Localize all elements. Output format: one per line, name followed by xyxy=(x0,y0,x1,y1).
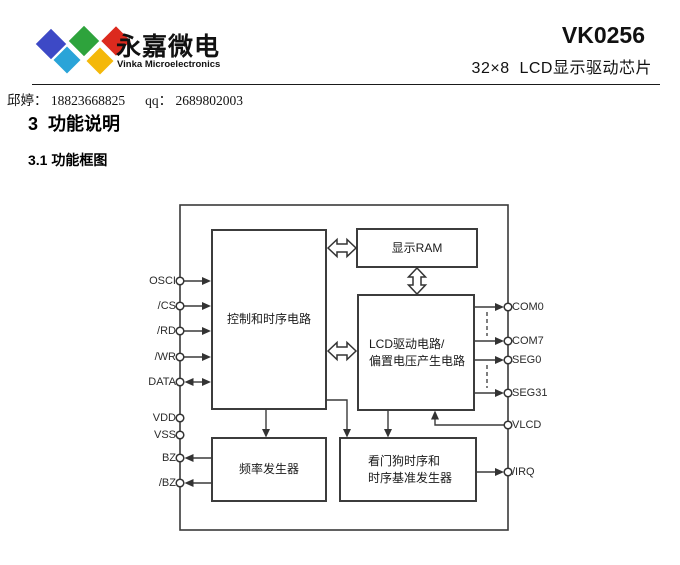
logo-diamond-red-icon xyxy=(99,24,133,58)
section-heading: 3 功能说明 xyxy=(28,114,121,134)
bus-arrow-ram-lcd-icon xyxy=(406,266,428,296)
pin-wire-wr xyxy=(180,353,211,361)
pin-terminal-cs xyxy=(175,301,185,311)
pin-label-vdd: VDD xyxy=(152,412,176,424)
pin-terminal-wr xyxy=(175,352,185,362)
pin-wire-bz xyxy=(184,454,213,462)
pin-wire-com7 xyxy=(474,337,504,345)
logo-diamond-yellow-icon xyxy=(86,47,114,75)
watchdog-label: 看门狗时序和 时序基准发生器 xyxy=(368,438,476,501)
lcd-driver-label-line1: LCD驱动电路/ xyxy=(369,337,445,351)
wire-control-to-watchdog xyxy=(326,399,351,438)
part-number-title: VK0256 xyxy=(561,22,645,48)
pin-wire-seg0 xyxy=(474,356,504,364)
logo-diamond-green-icon xyxy=(67,24,101,58)
freq-generator-box xyxy=(211,437,327,502)
pin-wire-bzb xyxy=(184,479,213,487)
chip-outline-box xyxy=(179,204,509,531)
bus-arrow-ctrl-ram-icon xyxy=(326,237,358,259)
header-divider xyxy=(32,84,660,85)
logo-diamond-blue-icon xyxy=(34,27,68,61)
pin-label-com7: COM7 xyxy=(512,335,544,347)
section-subheading: 3.1 功能框图 xyxy=(28,152,108,168)
pin-wire-seg31 xyxy=(474,389,504,397)
brand-name-en: Vinka Microelectronics xyxy=(117,59,221,70)
pin-label-seg0: SEG0 xyxy=(512,354,542,366)
freq-generator-label: 频率发生器 xyxy=(238,462,299,477)
logo-diamond-cyan-icon xyxy=(53,46,81,74)
lcd-driver-label: LCD驱动电路/ 偏置电压产生电路 xyxy=(369,295,473,410)
pin-label-bzb: /BZ xyxy=(158,477,176,489)
pin-wire-cs xyxy=(180,302,211,310)
brand-name-cn: 永嘉微电 xyxy=(116,33,221,61)
pin-label-seg31: SEG31 xyxy=(512,387,548,399)
display-ram-label: 显示RAM xyxy=(391,240,443,255)
pin-terminal-data xyxy=(175,377,185,387)
pin-terminal-bzb xyxy=(175,478,185,488)
pin-label-vlcd: VLCD xyxy=(512,419,542,431)
pin-terminal-seg31 xyxy=(503,388,513,398)
pin-label-wr: /WR xyxy=(154,351,176,363)
pin-wire-data-bidirectional xyxy=(184,378,211,386)
pin-wire-osci xyxy=(180,277,211,285)
pin-wire-com0 xyxy=(474,303,504,311)
pin-terminal-vss xyxy=(175,430,185,440)
vinka-logo-diamonds-icon xyxy=(34,24,133,75)
wire-control-to-freqgen xyxy=(262,409,270,438)
pin-label-irq: /IRQ xyxy=(512,466,535,478)
pin-terminal-seg0 xyxy=(503,355,513,365)
pin-wire-irq xyxy=(476,468,504,476)
lcd-driver-label-line2: 偏置电压产生电路 xyxy=(369,353,466,368)
pin-terminal-irq xyxy=(503,467,513,477)
watchdog-label-line2: 时序基准发生器 xyxy=(368,470,453,485)
pin-label-com0: COM0 xyxy=(512,301,544,313)
lcd-driver-box xyxy=(357,294,475,411)
pin-label-osci: OSCI xyxy=(149,275,176,287)
control-timing-box xyxy=(211,229,327,410)
pin-label-cs: /CS xyxy=(157,300,176,312)
pin-terminal-osci xyxy=(175,276,185,286)
pin-terminal-rd xyxy=(175,326,185,336)
pin-terminal-vdd xyxy=(175,413,185,423)
pin-terminal-com7 xyxy=(503,336,513,346)
contact-qq: qq： 2689802003 xyxy=(145,93,243,108)
pin-label-vss: VSS xyxy=(153,429,176,441)
pin-label-bz: BZ xyxy=(161,452,176,464)
part-subtitle: 32×8 LCD显示驱动芯片 xyxy=(471,60,652,77)
bus-arrow-ctrl-lcd-icon xyxy=(326,340,358,362)
watchdog-label-line1: 看门狗时序和 xyxy=(368,454,441,468)
pin-label-rd: /RD xyxy=(157,325,176,337)
pin-wire-rd xyxy=(180,327,211,335)
contact-line: 邱婷： 18823668825 qq： 2689802003 xyxy=(7,89,243,109)
pin-terminal-com0 xyxy=(503,302,513,312)
wire-lcd-to-watchdog xyxy=(384,410,392,438)
contact-name-phone: 邱婷： 18823668825 xyxy=(7,93,126,108)
watchdog-box xyxy=(339,437,477,502)
pin-terminal-bz xyxy=(175,453,185,463)
control-timing-label: 控制和时序电路 xyxy=(226,312,311,327)
pin-terminal-vlcd xyxy=(503,420,513,430)
pin-label-data: DATA xyxy=(148,376,176,388)
pin-wire-vlcd xyxy=(431,410,505,426)
